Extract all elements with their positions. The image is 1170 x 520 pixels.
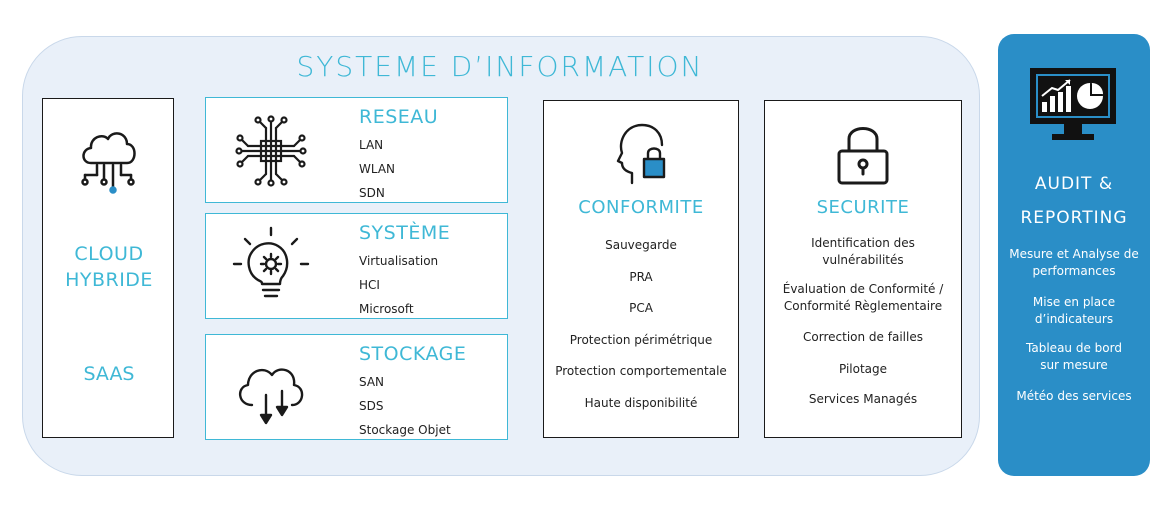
head-lock-icon [602,117,682,187]
audit-item: Mesure et Analyse de performances [1009,247,1139,278]
audit-item: Météo des services [1016,389,1132,403]
saas-label: SAAS [83,363,135,385]
reseau-item: SDN [359,186,385,200]
conformite-item: Protection périmétrique [569,333,713,347]
stockage-item: SAN [359,375,385,389]
stockage-item: Stockage Objet [359,423,451,437]
conformite-item: Protection comportementale [555,364,727,378]
audit-reporting-panel: AUDIT & REPORTING Mesure et Analyse de p… [998,34,1150,476]
securite-item: Correction de failles [803,330,923,344]
conformite-item: PCA [629,301,653,315]
conformite-item: PRA [629,270,653,284]
audit-item: Tableau de bord sur mesure [1026,341,1122,372]
systeme-item: Microsoft [359,302,414,316]
reseau-title: RESEAU [359,106,439,128]
stockage-card: STOCKAGE SAN SDS Stockage Objet [205,334,508,440]
stockage-item: SDS [359,399,384,413]
padlock-icon [823,117,903,187]
systeme-item: Virtualisation [359,254,439,268]
monitor-chart-icon [1028,66,1118,144]
securite-item: Évaluation de Conformité / Conformité Rè… [782,282,944,313]
reseau-item: LAN [359,138,384,152]
conformite-card: CONFORMITE Sauvegarde PRA PCA Protection… [543,100,739,438]
systeme-card: SYSTÈME Virtualisation HCI Microsoft [205,213,508,319]
systeme-title: SYSTÈME [359,222,451,244]
securite-item: Identification des vulnérabilités [811,236,915,267]
cloud-title-line1: CLOUD [74,243,144,265]
audit-item: Mise en place d’indicateurs [1032,295,1116,326]
securite-item: Services Managés [808,392,918,406]
si-title: SYSTEME D’INFORMATION [296,50,704,83]
lightbulb-gear-icon [228,224,314,310]
reseau-item: WLAN [359,162,396,176]
circuit-chip-icon [228,108,314,194]
audit-title-line2: REPORTING [1020,208,1128,228]
conformite-item: Haute disponibilité [584,396,698,410]
audit-title-line1: AUDIT & [1034,174,1114,194]
cloud-title-line2: HYBRIDE [65,269,153,291]
reseau-card: RESEAU LAN WLAN SDN [205,97,508,203]
systeme-item: HCI [359,278,380,292]
securite-item: Pilotage [838,362,888,376]
securite-card: SECURITE Identification des vulnérabilit… [764,100,962,438]
cloud-network-icon [77,117,141,197]
conformite-title: CONFORMITE [578,197,704,218]
cloud-download-icon [228,345,314,431]
stockage-title: STOCKAGE [359,343,467,365]
conformite-item: Sauvegarde [605,238,677,252]
cloud-hybride-card: CLOUD HYBRIDE SAAS [42,98,174,438]
securite-title: SECURITE [816,197,910,218]
